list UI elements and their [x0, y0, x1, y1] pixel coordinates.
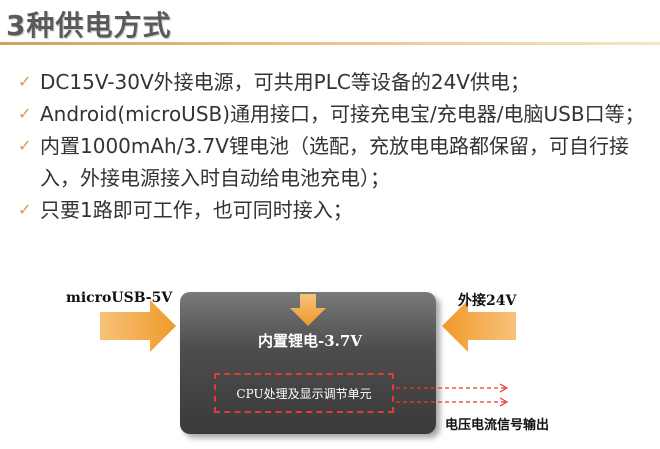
output-arrow-icon [396, 387, 506, 403]
input-left-label: microUSB-5V [66, 290, 173, 306]
output-label: 电压电流信号输出 [445, 418, 550, 433]
check-icon: ✓ [18, 136, 32, 155]
check-icon: ✓ [18, 200, 32, 219]
list-item: ✓ Android(microUSB)通用接口，可接充电宝/充电器/电脑USB口… [18, 98, 648, 130]
cpu-unit-label: CPU处理及显示调节单元 [236, 387, 372, 401]
list-item-text: 只要1路即可工作，也可同时接入； [40, 198, 353, 222]
list-item: ✓ 内置1000mAh/3.7V锂电池（选配，充放电电路都保留，可自行接入，外接… [18, 130, 648, 194]
list-item: ✓ DC15V-30V外接电源，可共用PLC等设备的24V供电； [18, 66, 648, 98]
input-arrow-right-icon [442, 300, 516, 352]
input-right-label: 外接24V [458, 293, 517, 309]
title-divider [0, 42, 660, 45]
list-item-text: Android(microUSB)通用接口，可接充电宝/充电器/电脑USB口等； [40, 102, 645, 126]
check-icon: ✓ [18, 72, 32, 91]
battery-label: 内置锂电-3.7V [258, 332, 362, 350]
list-item-text: 内置1000mAh/3.7V锂电池（选配，充放电电路都保留，可自行接入，外接电源… [40, 134, 629, 190]
input-arrow-down-icon [290, 294, 326, 326]
check-icon: ✓ [18, 104, 32, 123]
cpu-unit-box [214, 373, 394, 413]
feature-list: ✓ DC15V-30V外接电源，可共用PLC等设备的24V供电； ✓ Andro… [18, 66, 648, 226]
page-title: 3种供电方式 [6, 9, 172, 42]
list-item: ✓ 只要1路即可工作，也可同时接入； [18, 194, 648, 226]
input-arrow-left-icon [100, 300, 176, 352]
diagram-arrows [100, 294, 516, 407]
list-item-text: DC15V-30V外接电源，可共用PLC等设备的24V供电； [40, 70, 530, 94]
power-diagram: 内置锂电-3.7V CPU处理及显示调节单元 microUSB-5V 外接24V… [0, 280, 660, 449]
